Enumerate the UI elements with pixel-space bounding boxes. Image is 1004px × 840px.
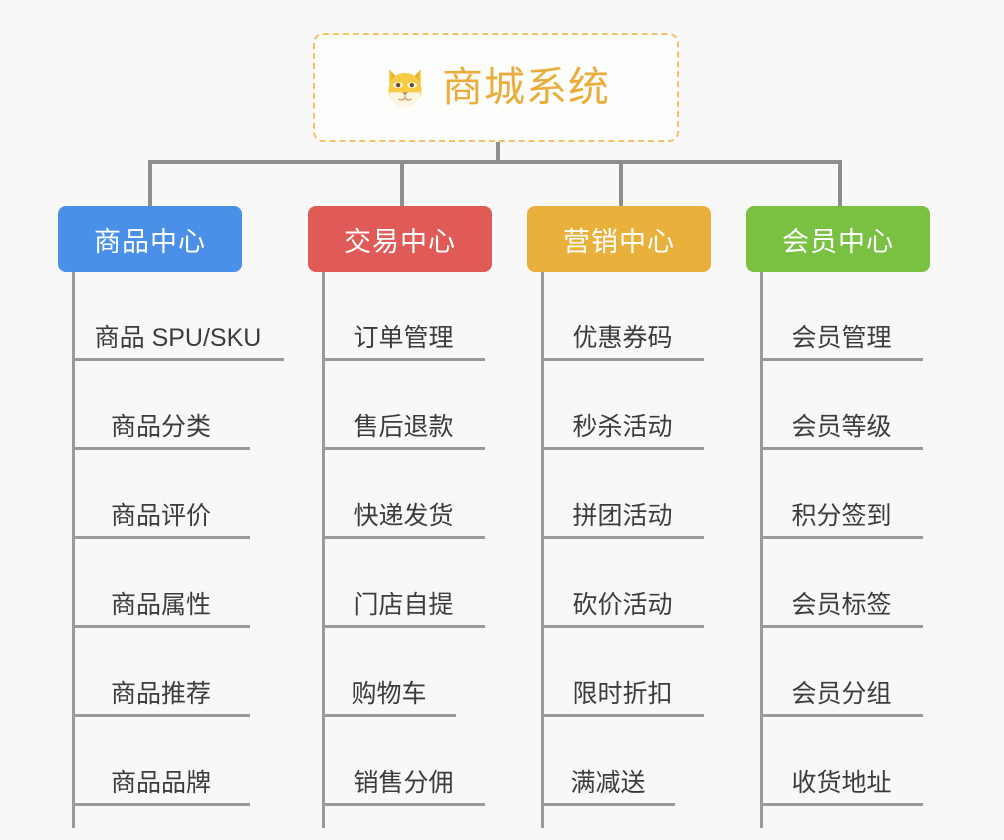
leaf-label: 销售分佣 <box>353 769 454 798</box>
category-label-4: 会员中心 <box>782 226 894 257</box>
leaf-label: 商品品牌 <box>110 769 211 798</box>
list-item[interactable]: 收货地址 <box>760 717 923 806</box>
category-box-3[interactable]: 营销中心 <box>527 206 711 272</box>
leaf-label: 商品评价 <box>110 502 211 531</box>
leaf-label: 积分签到 <box>791 502 892 531</box>
list-item[interactable]: 会员标签 <box>760 539 923 628</box>
leaf-label: 收货地址 <box>791 769 892 798</box>
list-item[interactable]: 砍价活动 <box>541 539 704 628</box>
connector-drop-3 <box>619 160 623 206</box>
list-item[interactable]: 商品 SPU/SKU <box>72 272 284 361</box>
leaf-label: 商品 SPU/SKU <box>94 324 262 353</box>
leaf-label: 商品分类 <box>110 413 211 442</box>
list-item[interactable]: 门店自提 <box>322 539 485 628</box>
list-item[interactable]: 积分签到 <box>760 450 923 539</box>
leaf-label: 购物车 <box>351 680 427 709</box>
list-item[interactable]: 商品评价 <box>72 450 250 539</box>
leaf-label: 会员标签 <box>791 591 892 620</box>
leaf-spine-1 <box>72 272 75 828</box>
category-box-2[interactable]: 交易中心 <box>308 206 492 272</box>
list-item[interactable]: 快递发货 <box>322 450 485 539</box>
root-node[interactable]: 商城系统 <box>313 33 679 142</box>
list-item[interactable]: 会员等级 <box>760 361 923 450</box>
leaf-label: 秒杀活动 <box>572 413 673 442</box>
leaf-label: 满减送 <box>570 769 646 798</box>
list-item[interactable]: 拼团活动 <box>541 450 704 539</box>
list-item[interactable]: 购物车 <box>322 628 456 717</box>
list-item[interactable]: 商品品牌 <box>72 717 250 806</box>
leaf-label: 会员管理 <box>791 324 892 353</box>
leaf-label: 砍价活动 <box>572 591 673 620</box>
leaf-label: 商品推荐 <box>110 680 211 709</box>
leaf-label: 售后退款 <box>353 413 454 442</box>
root-title: 商城系统 <box>442 64 610 110</box>
leaf-label: 限时折扣 <box>572 680 673 709</box>
list-item[interactable]: 商品分类 <box>72 361 250 450</box>
list-item[interactable]: 满减送 <box>541 717 675 806</box>
connector-drop-1 <box>148 160 152 206</box>
list-item[interactable]: 秒杀活动 <box>541 361 704 450</box>
leaf-label: 会员分组 <box>791 680 892 709</box>
list-item[interactable]: 会员管理 <box>760 272 923 361</box>
shiba-dog-face-icon <box>382 65 428 111</box>
category-label-3: 营销中心 <box>563 226 675 257</box>
leaf-spine-4 <box>760 272 763 828</box>
leaf-label: 快递发货 <box>353 502 454 531</box>
connector-drop-2 <box>400 160 404 206</box>
leaf-label: 订单管理 <box>353 324 454 353</box>
connector-root-stem <box>496 142 500 164</box>
category-label-2: 交易中心 <box>344 226 456 257</box>
list-item[interactable]: 售后退款 <box>322 361 485 450</box>
connector-horizontal-bus <box>148 160 842 164</box>
category-label-1: 商品中心 <box>94 226 206 257</box>
connector-drop-4 <box>838 160 842 206</box>
list-item[interactable]: 优惠券码 <box>541 272 704 361</box>
list-item[interactable]: 销售分佣 <box>322 717 485 806</box>
category-box-4[interactable]: 会员中心 <box>746 206 930 272</box>
leaf-label: 会员等级 <box>791 413 892 442</box>
leaf-spine-2 <box>322 272 325 828</box>
leaf-label: 商品属性 <box>110 591 211 620</box>
list-item[interactable]: 商品推荐 <box>72 628 250 717</box>
list-item[interactable]: 订单管理 <box>322 272 485 361</box>
leaf-label: 优惠券码 <box>572 324 673 353</box>
leaf-spine-3 <box>541 272 544 828</box>
list-item[interactable]: 限时折扣 <box>541 628 704 717</box>
list-item[interactable]: 会员分组 <box>760 628 923 717</box>
category-box-1[interactable]: 商品中心 <box>58 206 242 272</box>
list-item[interactable]: 商品属性 <box>72 539 250 628</box>
leaf-label: 拼团活动 <box>572 502 673 531</box>
leaf-label: 门店自提 <box>353 591 454 620</box>
